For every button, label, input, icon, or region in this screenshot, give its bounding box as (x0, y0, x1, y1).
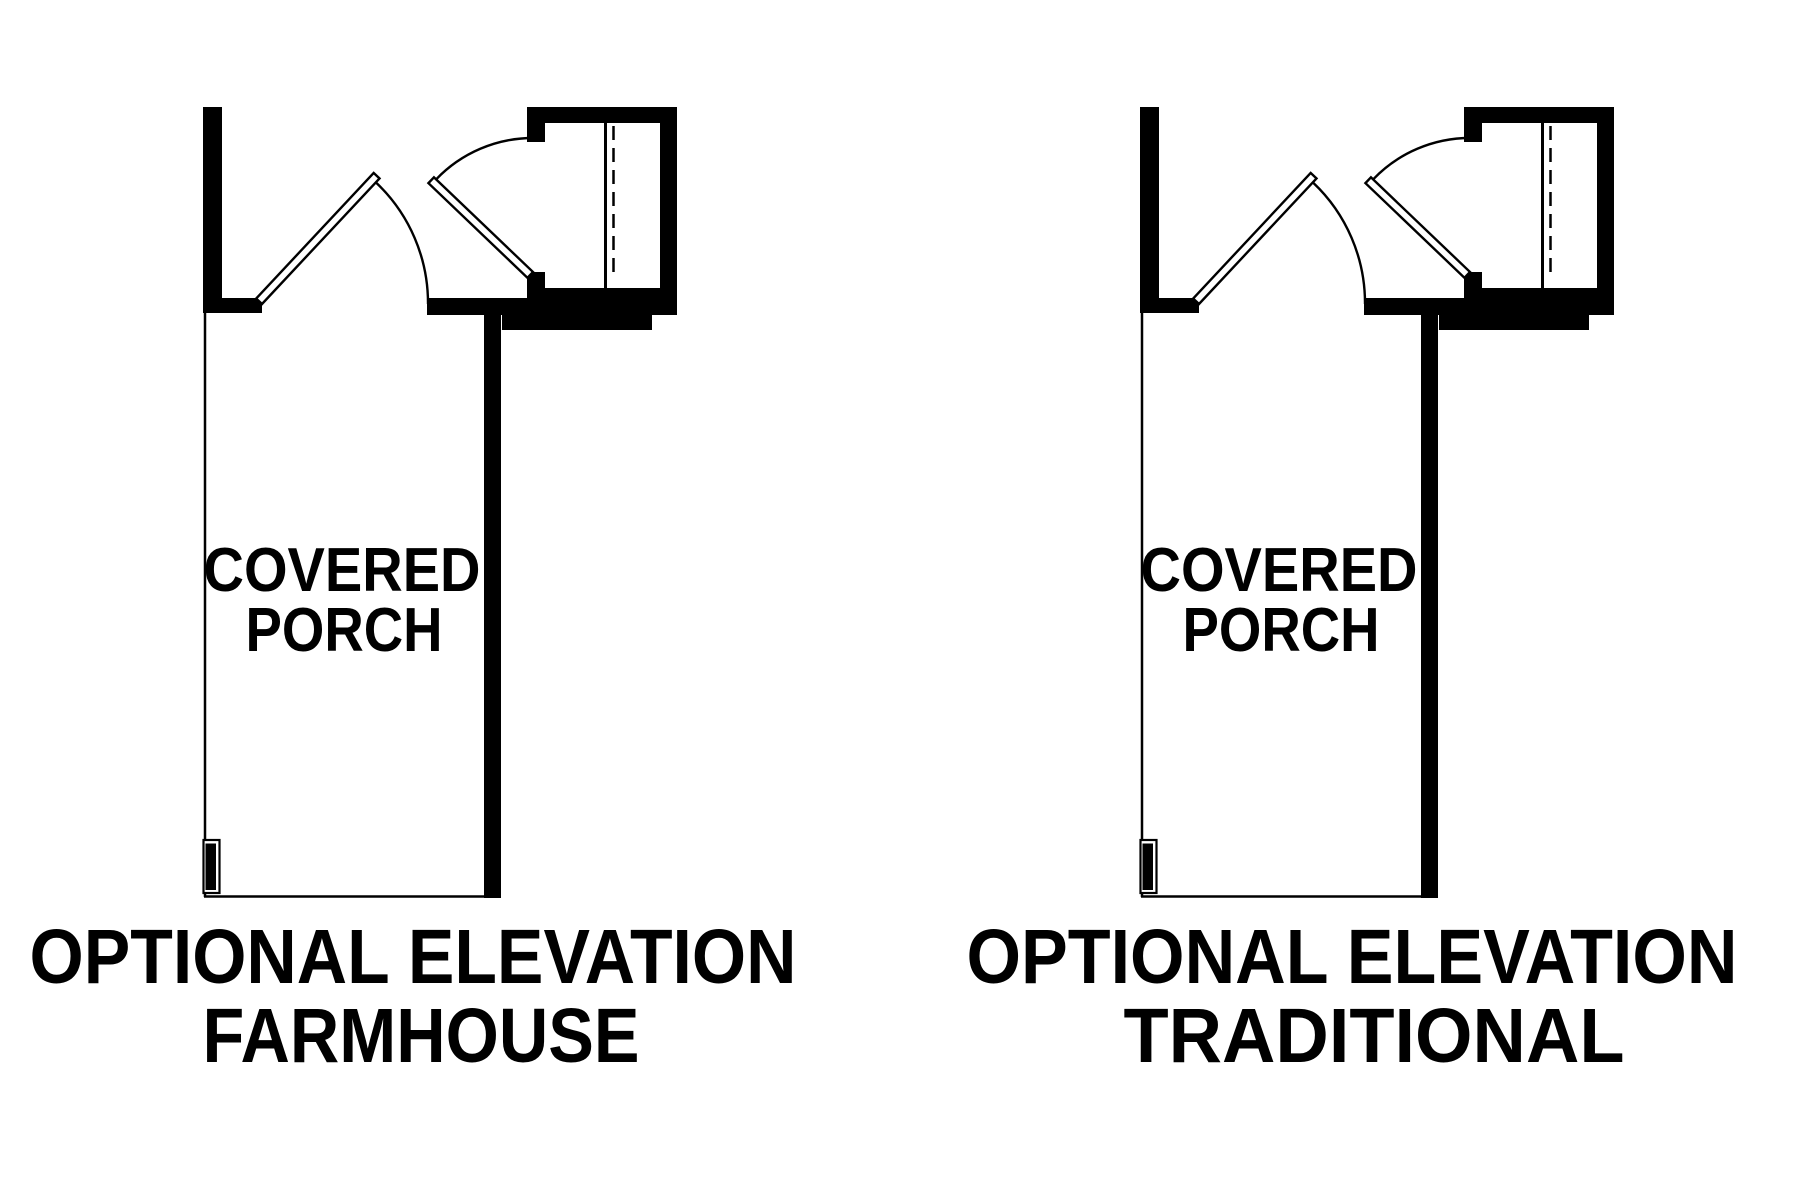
farmhouse-title-line1: OPTIONAL ELEVATION (30, 914, 797, 1000)
farmhouse-plan: COVERED PORCH OPTIONAL ELEVATION FARMHOU… (30, 105, 797, 1079)
farmhouse-plan-geometry (201, 105, 679, 900)
farmhouse-title-line2: FARMHOUSE (203, 993, 640, 1079)
traditional-plan: COVERED PORCH OPTIONAL ELEVATION TRADITI… (967, 105, 1738, 1079)
traditional-title-line1: OPTIONAL ELEVATION (967, 914, 1738, 1000)
farmhouse-porch-label-line2: PORCH (246, 596, 443, 665)
farmhouse-porch-label-line1: COVERED (204, 536, 481, 605)
traditional-porch-label-line1: COVERED (1141, 536, 1418, 605)
traditional-plan-geometry (1138, 105, 1616, 900)
traditional-porch-label-line2: PORCH (1183, 596, 1380, 665)
traditional-title-line2: TRADITIONAL (1124, 993, 1625, 1079)
